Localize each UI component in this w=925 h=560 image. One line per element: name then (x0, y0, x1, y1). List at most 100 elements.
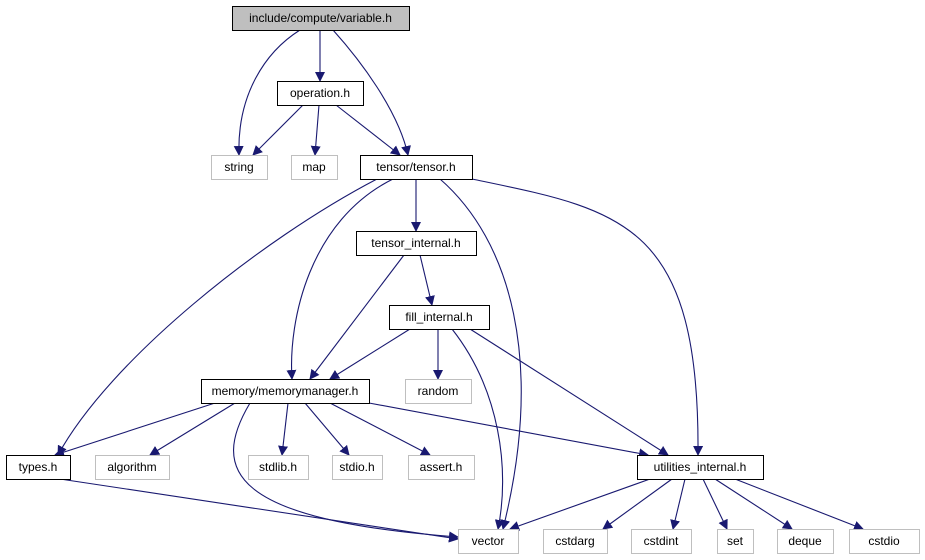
node-label: string (224, 160, 253, 174)
edge-arrow (309, 254, 405, 380)
node-box (211, 155, 268, 180)
node-box (849, 529, 920, 554)
edge-arrow (439, 178, 522, 530)
node-label: random (418, 384, 459, 398)
edge-arrow (714, 478, 793, 530)
node-label: memory/memorymanager.h (212, 384, 359, 398)
node-algorithm: algorithm (95, 455, 170, 480)
node-operation[interactable]: operation.h (277, 81, 364, 106)
edge-arrow (278, 402, 289, 456)
node-cstdarg: cstdarg (543, 529, 608, 554)
edge-arrow (286, 178, 394, 380)
node-box (332, 455, 383, 480)
edge-fill-internal-to-vector (451, 328, 505, 530)
node-label: assert.h (420, 460, 463, 474)
node-label: utilities_internal.h (654, 460, 747, 474)
edge-memorymanager-to-types (54, 402, 216, 457)
edge-arrow (59, 478, 459, 543)
edge-utilities-internal-to-set (702, 478, 728, 530)
node-box (405, 379, 472, 404)
node-fill-internal[interactable]: fill_internal.h (389, 305, 490, 330)
edge-arrow (329, 402, 431, 456)
node-label: operation.h (290, 86, 350, 100)
node-tensor-internal[interactable]: tensor_internal.h (356, 231, 477, 256)
node-box (291, 155, 338, 180)
node-box (631, 529, 692, 554)
node-set: set (717, 529, 754, 554)
node-label: cstdio (868, 534, 900, 548)
edge-variable-to-tensor (332, 29, 411, 156)
node-box (248, 455, 309, 480)
edge-arrow (471, 178, 704, 456)
node-deque: deque (777, 529, 834, 554)
node-tensor[interactable]: tensor/tensor.h (360, 155, 473, 180)
node-box (458, 529, 519, 554)
node-stdlib: stdlib.h (248, 455, 309, 480)
edge-arrow (233, 402, 459, 542)
edge-memorymanager-to-utilities-internal (368, 402, 649, 459)
edge-variable-to-string (233, 29, 301, 156)
node-box (356, 231, 477, 256)
edge-arrow (368, 402, 649, 459)
node-box (95, 455, 170, 480)
edge-arrow (702, 478, 728, 530)
edge-arrow (734, 478, 864, 531)
node-variable: include/compute/variable.h (232, 6, 410, 31)
edge-utilities-internal-to-cstdio (734, 478, 864, 531)
edge-memorymanager-to-stdio (304, 402, 350, 456)
node-box (6, 455, 71, 480)
edge-operation-to-string (252, 104, 304, 156)
node-label: stdlib.h (259, 460, 297, 474)
node-stdio: stdio.h (332, 455, 383, 480)
edge-memorymanager-to-vector (233, 402, 459, 542)
edge-memorymanager-to-algorithm (149, 402, 236, 456)
edge-operation-to-tensor (335, 104, 401, 156)
edge-arrow (233, 29, 301, 156)
edge-arrow (509, 478, 651, 531)
edge-arrow (332, 29, 411, 156)
node-label: cstdarg (555, 534, 594, 548)
node-box (717, 529, 754, 554)
edge-arrow (469, 328, 669, 456)
edge-tensor-to-utilities-internal (471, 178, 704, 456)
node-cstdint: cstdint (631, 529, 692, 554)
edge-arrow (670, 478, 686, 530)
node-types[interactable]: types.h (6, 455, 71, 480)
node-box (389, 305, 490, 330)
edge-arrow (602, 478, 673, 530)
node-box (777, 529, 834, 554)
node-string: string (211, 155, 268, 180)
edge-arrow (310, 104, 321, 156)
node-layer: include/compute/variable.h operation.h str… (6, 6, 920, 554)
node-box (360, 155, 473, 180)
node-memorymanager[interactable]: memory/memorymanager.h (201, 379, 370, 404)
edge-fill-internal-to-utilities-internal (469, 328, 669, 456)
edge-types-to-vector (59, 478, 459, 543)
edge-utilities-internal-to-cstdarg (602, 478, 673, 530)
edge-arrow (252, 104, 304, 156)
node-box (232, 6, 410, 31)
node-cstdio: cstdio (849, 529, 920, 554)
node-random: random (405, 379, 472, 404)
edge-utilities-internal-to-deque (714, 478, 793, 530)
node-label: vector (472, 534, 505, 548)
edge-arrow (419, 254, 435, 306)
edge-tensor-to-types (57, 178, 378, 456)
edge-utilities-internal-to-cstdint (670, 478, 686, 530)
node-label: cstdint (644, 534, 679, 548)
node-box (637, 455, 764, 480)
node-label: algorithm (107, 460, 156, 474)
node-label: fill_internal.h (405, 310, 472, 324)
node-utilities-internal[interactable]: utilities_internal.h (637, 455, 764, 480)
node-label: set (727, 534, 744, 548)
edge-arrow (335, 104, 401, 156)
node-label: deque (788, 534, 822, 548)
node-label: include/compute/variable.h (249, 11, 392, 25)
edge-tensor-internal-to-memorymanager (309, 254, 405, 380)
edge-arrow (329, 328, 411, 380)
node-vector: vector (458, 529, 519, 554)
node-label: stdio.h (339, 460, 374, 474)
node-box (543, 529, 608, 554)
edge-tensor-to-memorymanager (286, 178, 394, 380)
